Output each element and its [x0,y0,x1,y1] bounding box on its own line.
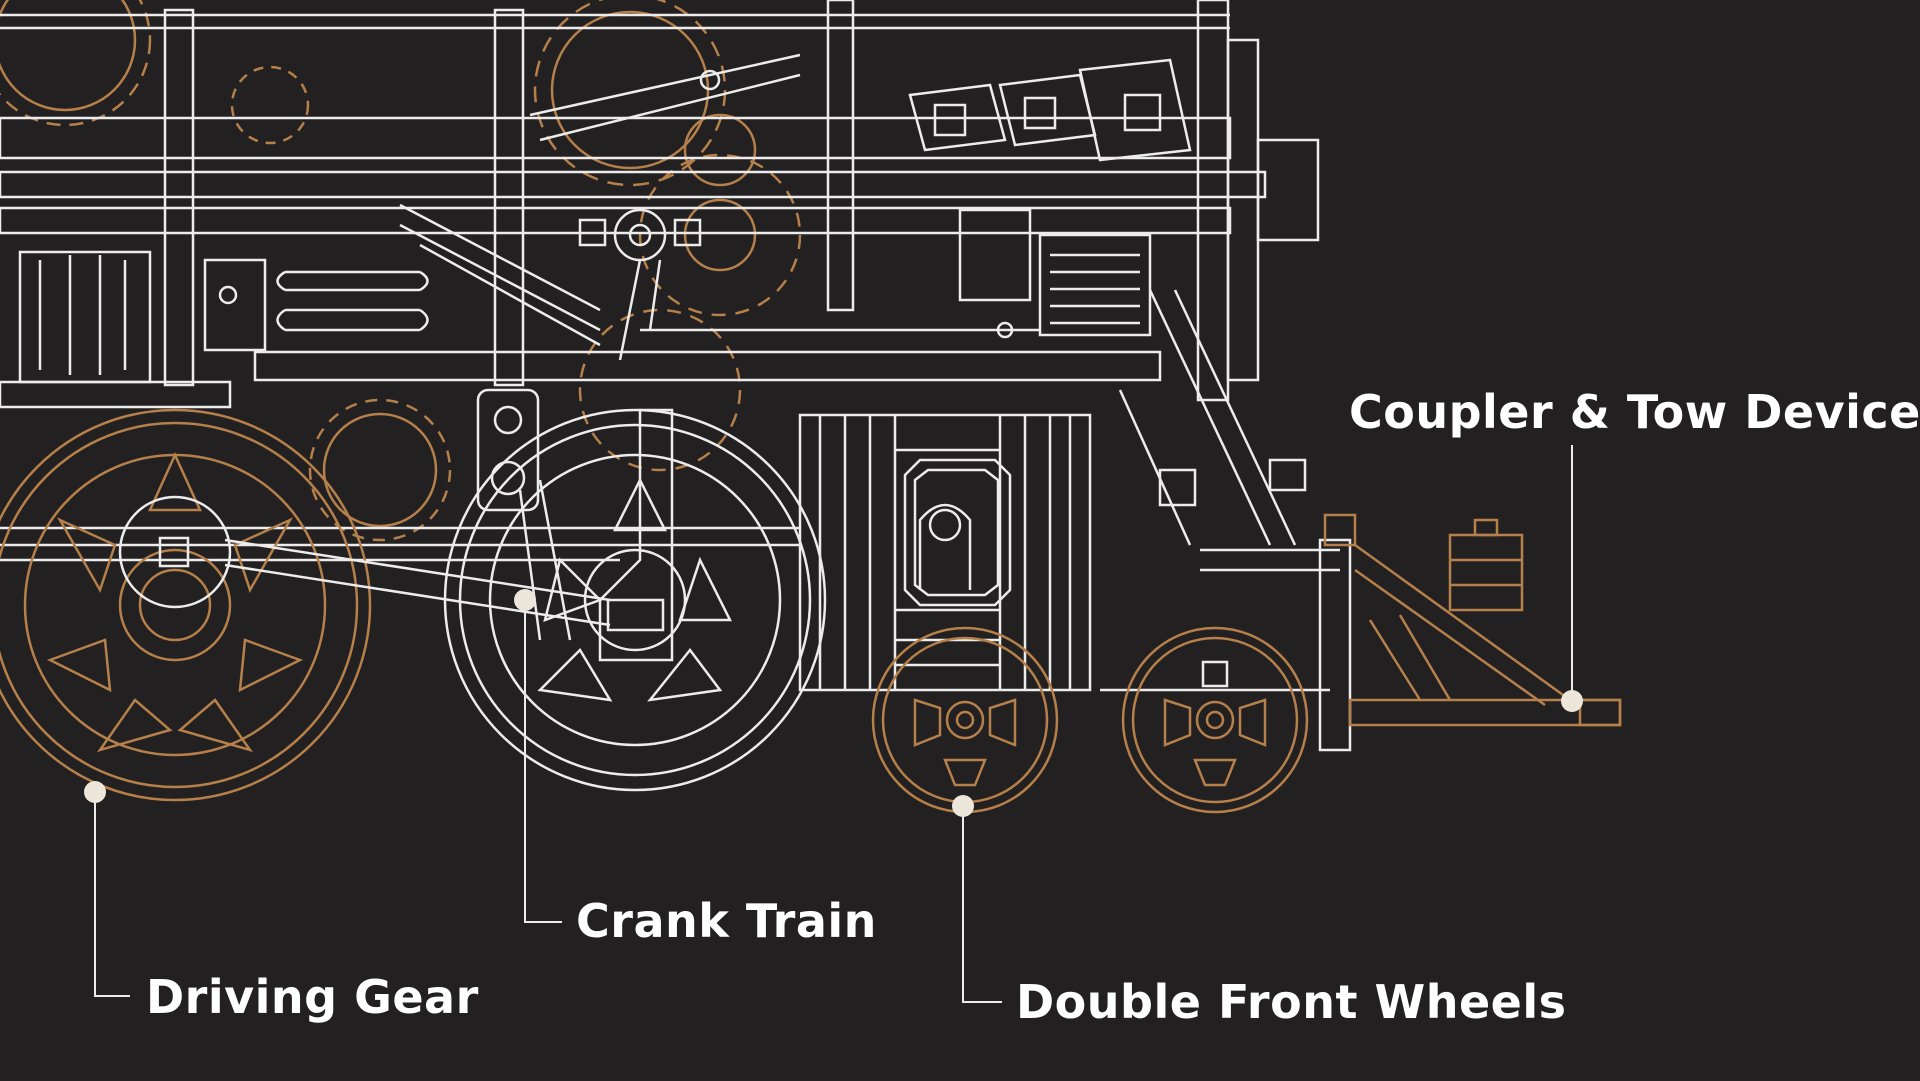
driving-wheel [0,408,372,802]
front-wheel-right [1121,626,1309,814]
callout-dots [84,589,1583,817]
driving-gear-label: Driving Gear [146,970,479,1024]
front-wheel-left [871,626,1059,814]
driving-gear-dot [84,781,106,803]
coupler-device [1323,513,1622,727]
frame [0,0,1352,752]
coupler-tow-device-label: Coupler & Tow Device [1349,385,1920,439]
crank-train-leader [524,600,562,923]
front-wheels-dot [952,795,974,817]
double-front-wheels-label: Double Front Wheels [1016,975,1567,1029]
middle-wheel [443,408,827,792]
coupler-dot [1561,690,1583,712]
driving-gear-leader [94,792,130,997]
crank-train-label: Crank Train [576,894,877,948]
callout-lines [94,445,1573,1003]
crank-train-dot [514,589,536,611]
front-wheels-leader [962,806,1002,1003]
